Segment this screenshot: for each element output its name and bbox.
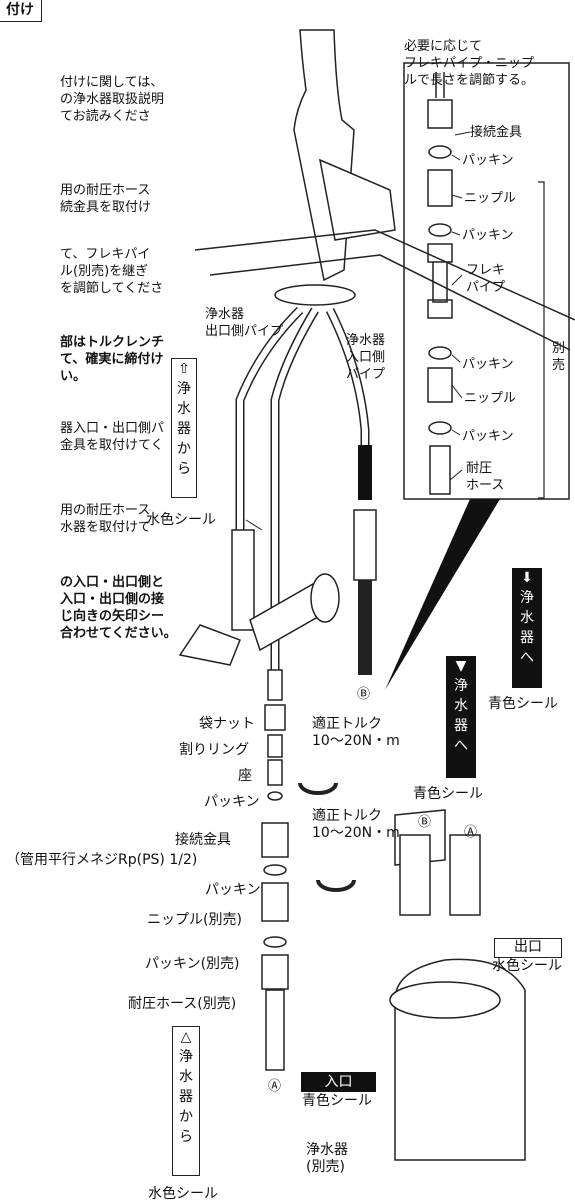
light-blue-seal-label-2: 水色シール bbox=[148, 1186, 218, 1202]
from-purifier-tag-upper: ⇧ 浄 水 器 か ら bbox=[171, 358, 197, 498]
blue-seal-label-2: 青色シール bbox=[413, 786, 483, 802]
inlet-hose bbox=[358, 580, 372, 675]
marker-b: Ⓑ bbox=[357, 687, 371, 702]
left-text-p1: 付けに関しては、の浄水器取扱説明てお読みくださ bbox=[60, 75, 165, 124]
faucet bbox=[293, 29, 396, 282]
left-text-p4: 部はトルクレンチて、確実に締付けい。 bbox=[60, 335, 165, 384]
inset-part-nipple-2: ニップル bbox=[464, 391, 517, 406]
inset-packing bbox=[428, 145, 452, 159]
torque-label-2: 適正トルク 10〜20N・m bbox=[312, 808, 400, 841]
blue-seal-band bbox=[358, 445, 372, 500]
inset-part-packing-4: パッキン bbox=[462, 429, 514, 444]
to-purifier-tag-1: ⬇ 浄 水 器 へ bbox=[512, 568, 542, 688]
inset-connector bbox=[427, 99, 453, 129]
hose-lower bbox=[265, 989, 285, 1071]
purifier-unit bbox=[389, 809, 526, 1161]
inlet-tag: 入口 bbox=[301, 1072, 376, 1092]
packing-label-1: パッキン bbox=[204, 794, 260, 810]
outlet-tag: 出口 bbox=[494, 938, 562, 958]
nipple-sold-label: ニップル(別売) bbox=[147, 912, 242, 928]
light-blue-seal-label-1: 水色シール bbox=[146, 512, 216, 528]
bag-nut bbox=[264, 704, 286, 731]
to-purifier-tag-2: ▼ 浄 水 器 へ bbox=[446, 656, 476, 778]
inlet-fitting bbox=[353, 509, 377, 581]
left-text-p3: て、フレキパイル(別売)を継ぎを調節してくださ bbox=[60, 247, 164, 296]
left-text-p2: 用の耐圧ホース続金具を取付け bbox=[60, 183, 152, 215]
inset-part-connector: 接続金具 bbox=[470, 125, 523, 140]
marker-a: Ⓐ bbox=[268, 1079, 282, 1094]
light-blue-seal-label-3: 水色シール bbox=[492, 958, 562, 974]
left-text-p5: 器入口・出口側パ金具を取付けてく bbox=[60, 421, 165, 453]
faucet-base-nut bbox=[274, 284, 356, 306]
hose-sold-label: 耐圧ホース(別売) bbox=[128, 996, 237, 1012]
stop-valve bbox=[178, 529, 340, 666]
nipple-fitting bbox=[261, 882, 289, 922]
inset-hose bbox=[429, 445, 451, 495]
inset-part-hose: 耐圧 ホース bbox=[466, 461, 505, 493]
marker-a-2: Ⓐ bbox=[464, 825, 478, 840]
seat-label: 座 bbox=[238, 768, 252, 784]
inset-parts-stack bbox=[427, 72, 453, 495]
torque-arrows bbox=[298, 782, 356, 892]
from-purifier-tag-lower: △ 浄 水 器 か ら bbox=[172, 1026, 200, 1176]
inset-nipple bbox=[427, 169, 453, 207]
seat bbox=[267, 759, 283, 786]
connector-fitting bbox=[261, 822, 289, 858]
leader-lines bbox=[245, 131, 471, 531]
inset-sold-separately: 別 売 bbox=[552, 341, 566, 373]
left-text-p6: 用の耐圧ホース水器を取付けて bbox=[60, 503, 152, 535]
left-text-p7: の入口・出口側と入口・出口側の接じ向きの矢印シー合わせてください。 bbox=[60, 575, 177, 641]
inset-part-packing-2: パッキン bbox=[462, 228, 514, 243]
thread-spec-label: （管用平行メネジRp(PS) 1/2) bbox=[6, 852, 198, 868]
inset-part-packing-1: パッキン bbox=[462, 153, 514, 168]
bag-nut-label: 袋ナット bbox=[199, 716, 255, 732]
inset-note: 必要に応じてフレキパイプ・ニップルで長さを調節する。 bbox=[404, 39, 535, 88]
inset-part-flex-pipe: フレキ パイプ bbox=[466, 263, 506, 295]
torque-label-1: 適正トルク 10〜20N・m bbox=[312, 716, 400, 749]
split-ring-label: 割りリング bbox=[179, 742, 249, 758]
inset-pointer bbox=[385, 499, 500, 690]
outlet-pipe-label: 浄水器 出口側パイプ bbox=[205, 307, 284, 339]
connector-label: 接続金具 bbox=[175, 832, 231, 848]
split-ring bbox=[267, 734, 283, 758]
blue-seal-label-1: 青色シール bbox=[488, 696, 558, 712]
marker-b-2: Ⓑ bbox=[418, 815, 432, 830]
inset-part-nipple-1: ニップル bbox=[464, 191, 517, 206]
heading-text: 付け bbox=[6, 2, 34, 18]
inlet-pipe-label: 浄水器 入口側 パイプ bbox=[346, 333, 386, 382]
blue-seal-label-3: 青色シール bbox=[302, 1093, 372, 1109]
heading-tab bbox=[0, 0, 42, 22]
inset-part-packing-3: パッキン bbox=[462, 357, 514, 372]
sink-counter bbox=[194, 229, 575, 351]
packing-label-2: パッキン bbox=[205, 882, 261, 898]
lower-fittings bbox=[261, 669, 289, 1071]
faucet-lever bbox=[319, 158, 396, 241]
packing-sold-label: パッキン(別売) bbox=[145, 956, 240, 972]
purifier-label: 浄水器 (別売) bbox=[306, 1142, 348, 1175]
